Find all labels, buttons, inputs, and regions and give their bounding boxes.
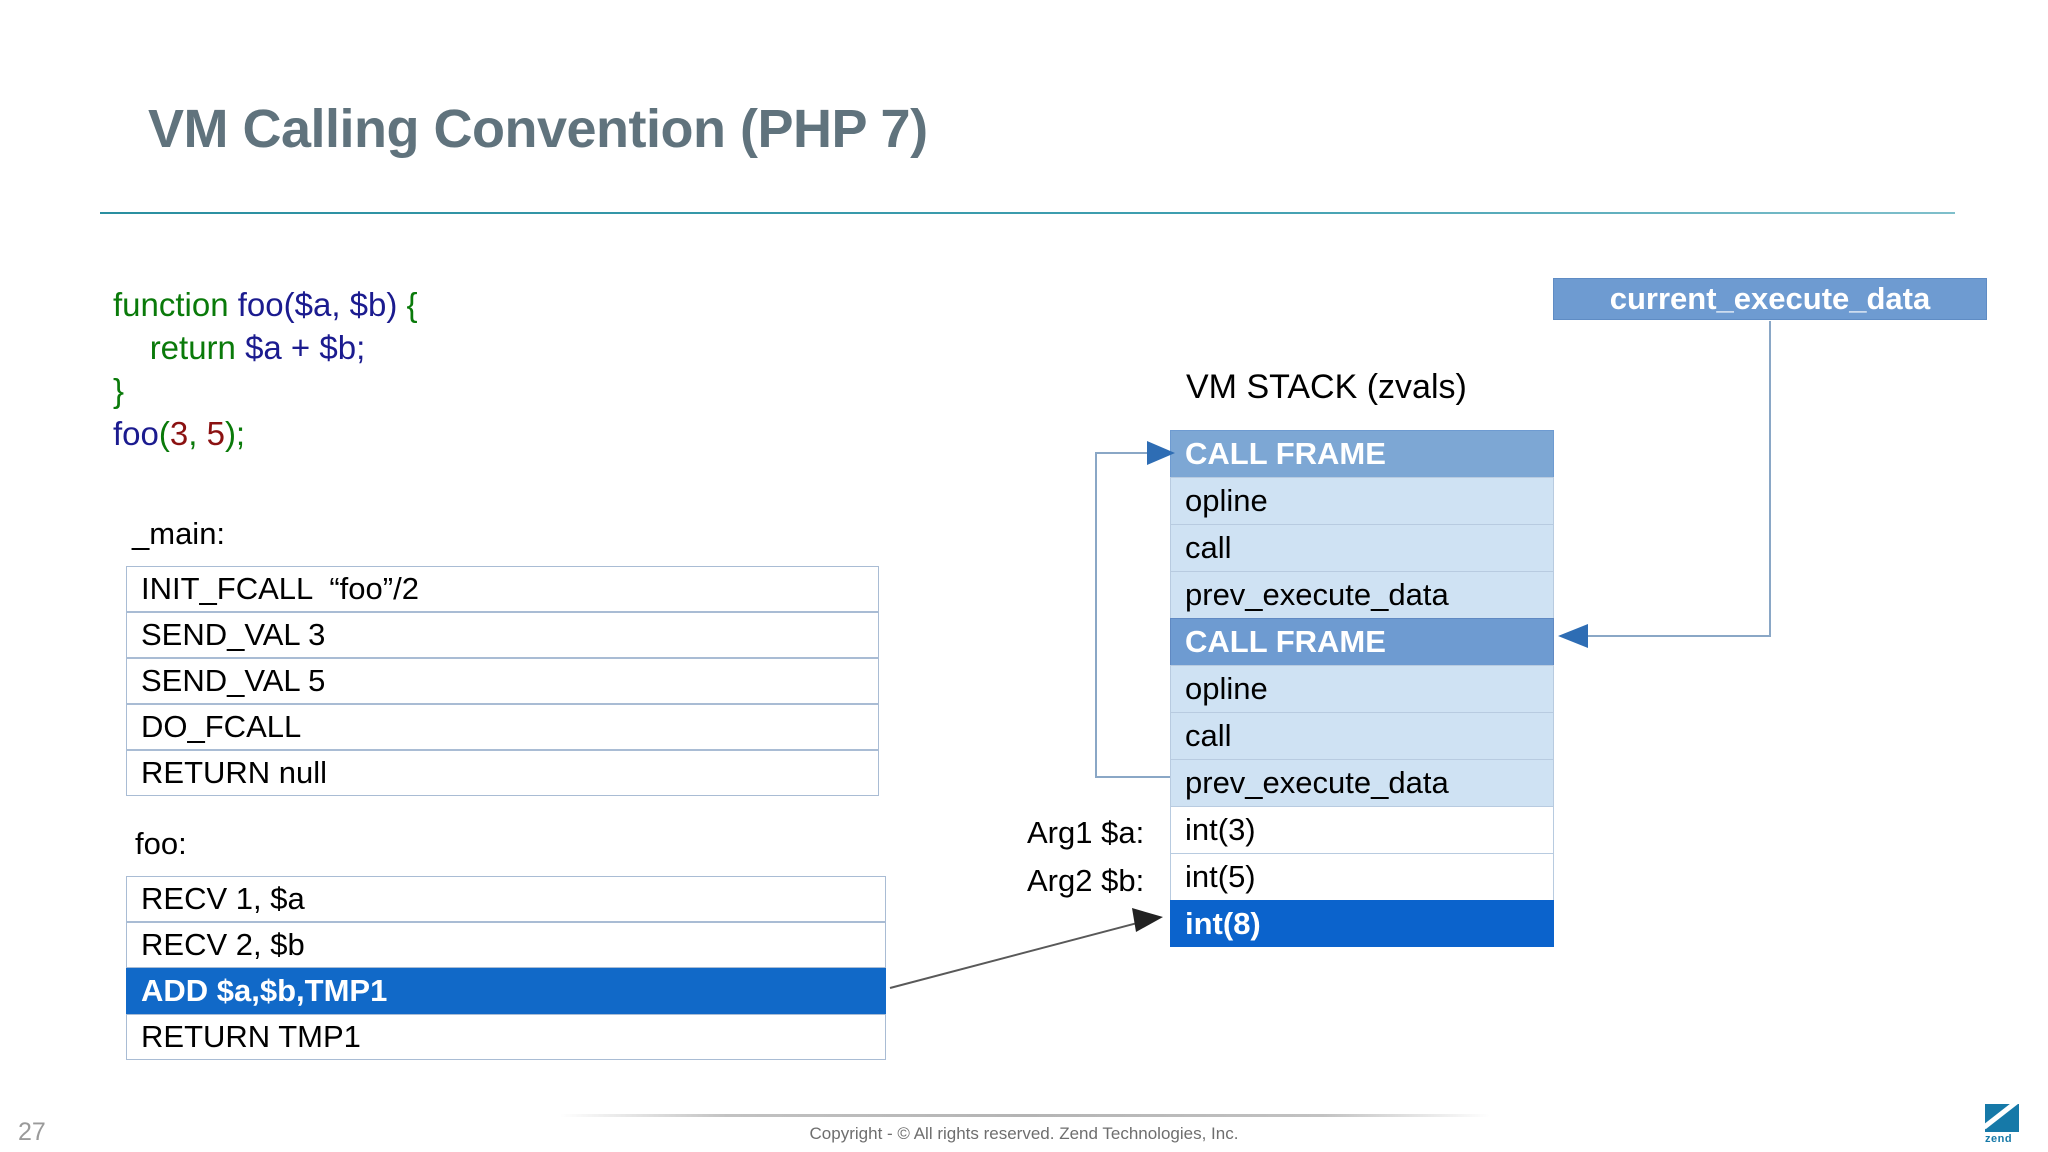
opcode-row: INIT_FCALL “foo”/2 xyxy=(126,566,879,612)
zend-wordmark: zend xyxy=(1985,1133,2013,1145)
opcode-row: DO_FCALL xyxy=(126,704,879,750)
arg2-label: Arg2 $b: xyxy=(1027,863,1145,898)
opcode-table-foo: RECV 1, $a RECV 2, $b ADD $a,$b,TMP1 RET… xyxy=(126,876,886,1060)
code-call-name: foo xyxy=(113,415,159,452)
vm-row-result-value: int(8) xyxy=(1170,900,1554,947)
code-call-arg2: 5 xyxy=(206,415,225,452)
arg1-label: Arg1 $a: xyxy=(1027,815,1145,850)
php-source-code: function foo($a, $b) { return $a + $b; }… xyxy=(113,283,418,455)
add-to-result-arrowhead xyxy=(1132,908,1163,932)
code-open-brace: { xyxy=(397,286,418,323)
zend-mark-icon xyxy=(1985,1104,2019,1132)
zend-logo: zend xyxy=(1985,1104,2031,1146)
vm-row-opline: opline xyxy=(1170,477,1554,524)
code-keyword-return: return xyxy=(149,329,246,366)
code-call-arg1: 3 xyxy=(169,415,189,452)
opcode-row: RETURN TMP1 xyxy=(126,1014,886,1060)
code-call-open-paren: ( xyxy=(158,415,170,452)
vm-row-call: call xyxy=(1170,524,1554,571)
vm-row-arg2-value: int(5) xyxy=(1170,853,1554,900)
opcode-section-label-foo: foo: xyxy=(135,826,187,861)
opcode-table-main: INIT_FCALL “foo”/2 SEND_VAL 3 SEND_VAL 5… xyxy=(126,566,879,796)
code-call-separator: , xyxy=(188,415,207,452)
code-params: ($a, $b) xyxy=(283,286,398,323)
opcode-row: RETURN null xyxy=(126,750,879,796)
vm-row-prev-execute-data: prev_execute_data xyxy=(1170,759,1554,806)
add-to-result-connector xyxy=(889,920,1146,989)
opcode-row: SEND_VAL 3 xyxy=(126,612,879,658)
title-divider xyxy=(100,212,1955,214)
slide-number: 27 xyxy=(18,1118,46,1146)
vm-row-arg1-value: int(3) xyxy=(1170,806,1554,853)
opcode-row: RECV 1, $a xyxy=(126,876,886,922)
code-call-close-paren: ); xyxy=(224,415,246,452)
vm-row-prev-execute-data: prev_execute_data xyxy=(1170,571,1554,618)
code-function-name: foo xyxy=(237,286,284,323)
code-keyword-function: function xyxy=(113,286,238,323)
vm-stack-table: CALL FRAME opline call prev_execute_data… xyxy=(1170,430,1554,947)
vm-stack-title: VM STACK (zvals) xyxy=(1186,368,1467,406)
opcode-row-highlighted: ADD $a,$b,TMP1 xyxy=(126,968,886,1014)
footer-divider xyxy=(560,1114,1490,1117)
vm-row-call-frame: CALL FRAME xyxy=(1170,618,1554,665)
vm-row-opline: opline xyxy=(1170,665,1554,712)
vm-row-call-frame: CALL FRAME xyxy=(1170,430,1554,477)
current-execute-data-badge: current_execute_data xyxy=(1553,278,1987,320)
code-return-expression: $a + $b; xyxy=(245,329,366,366)
prev-execute-data-connector xyxy=(1095,452,1170,778)
vm-row-call: call xyxy=(1170,712,1554,759)
code-indent xyxy=(113,329,150,366)
current-execute-data-connector xyxy=(1588,321,1771,637)
opcode-section-label-main: _main: xyxy=(132,516,226,551)
opcode-row: SEND_VAL 5 xyxy=(126,658,879,704)
code-close-brace: } xyxy=(113,372,125,409)
page-title: VM Calling Convention (PHP 7) xyxy=(148,99,928,159)
opcode-row: RECV 2, $b xyxy=(126,922,886,968)
copyright-text: Copyright - © All rights reserved. Zend … xyxy=(809,1124,1239,1143)
current-execute-data-arrowhead xyxy=(1558,624,1588,648)
